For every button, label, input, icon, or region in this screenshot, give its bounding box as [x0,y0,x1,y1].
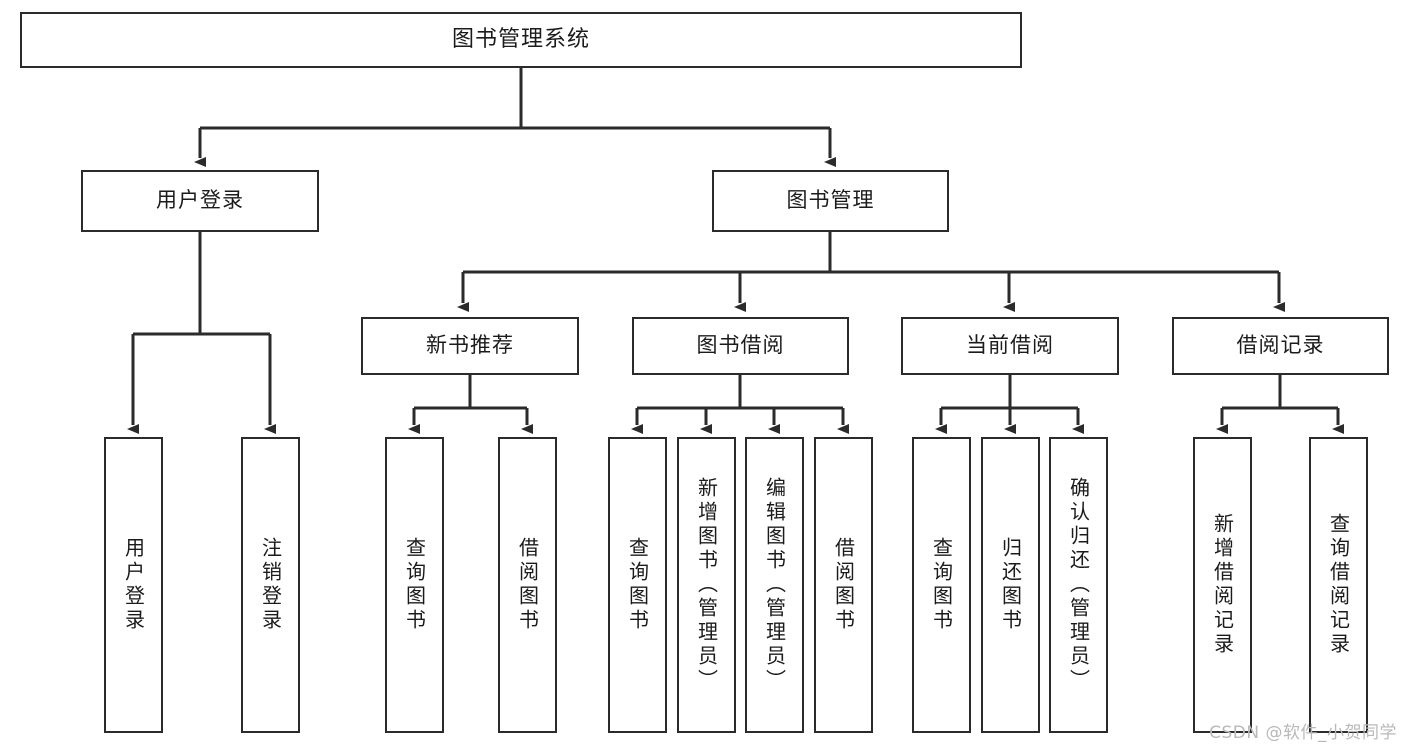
node-label: 借阅记录 [1236,333,1325,358]
node-label: 查询借阅记录 [1326,513,1351,657]
node-label: 确认归还（管理员） [1066,477,1091,693]
leaf-book-borrow-3[interactable]: 借阅图书 [814,437,873,733]
node-label: 图书管理系统 [451,26,590,52]
leaf-current-borrow-0[interactable]: 查询图书 [912,437,971,733]
leaf-borrow-record-0[interactable]: 新增借阅记录 [1193,437,1252,733]
node-label: 查询图书 [402,537,427,633]
node-user-login[interactable]: 用户登录 [81,170,319,232]
node-label: 新增图书（管理员） [694,477,719,693]
node-label: 新增借阅记录 [1210,513,1235,657]
leaf-current-borrow-2[interactable]: 确认归还（管理员） [1049,437,1108,733]
node-label: 借阅图书 [831,537,856,633]
node-book-borrow[interactable]: 图书借阅 [632,317,849,375]
node-label: 查询图书 [625,537,650,633]
node-current-borrow[interactable]: 当前借阅 [901,317,1119,375]
node-label: 借阅图书 [515,537,540,633]
node-label: 图书借阅 [696,333,785,358]
node-label: 当前借阅 [966,333,1054,358]
leaf-current-borrow-1[interactable]: 归还图书 [981,437,1040,733]
leaf-user-login-0[interactable]: 用户登录 [104,437,163,733]
node-label: 新书推荐 [426,333,514,358]
node-label: 图书管理 [786,188,875,213]
leaf-new-book-rec-0[interactable]: 查询图书 [385,437,444,733]
node-root-book-management-system[interactable]: 图书管理系统 [20,12,1022,68]
node-label: 注销登录 [258,537,283,633]
csdn-watermark: CSDN @软件_小贺同学 [1209,723,1397,743]
leaf-new-book-rec-1[interactable]: 借阅图书 [498,437,557,733]
leaf-book-borrow-0[interactable]: 查询图书 [608,437,667,733]
node-label: 用户登录 [121,537,146,633]
node-borrow-record[interactable]: 借阅记录 [1172,317,1389,375]
leaf-book-borrow-1[interactable]: 新增图书（管理员） [677,437,736,733]
node-label: 查询图书 [929,537,954,633]
node-label: 归还图书 [998,537,1023,633]
leaf-borrow-record-1[interactable]: 查询借阅记录 [1309,437,1368,733]
node-label: 编辑图书（管理员） [762,477,787,693]
node-new-book-recommendation[interactable]: 新书推荐 [361,317,579,375]
leaf-user-login-1[interactable]: 注销登录 [241,437,300,733]
node-label: 用户登录 [156,188,244,213]
node-book-management[interactable]: 图书管理 [712,170,949,232]
leaf-book-borrow-2[interactable]: 编辑图书（管理员） [745,437,804,733]
